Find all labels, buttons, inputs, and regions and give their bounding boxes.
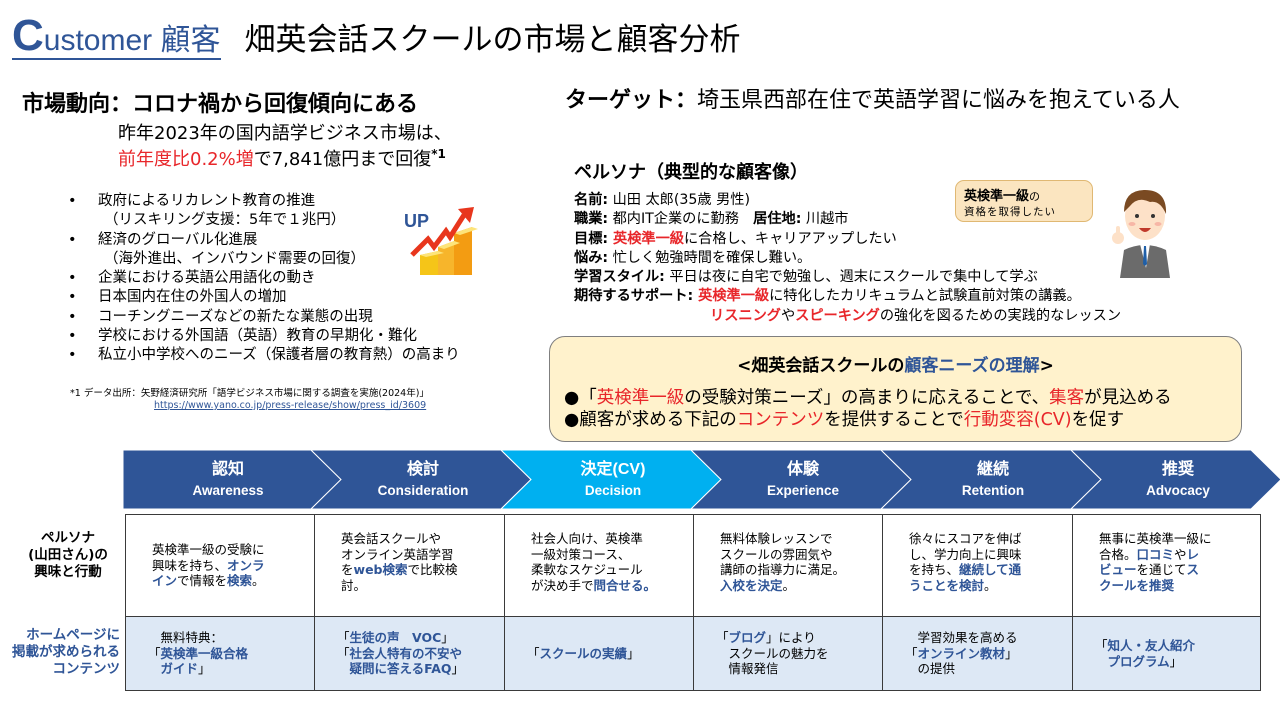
persona-details: 名前: 山田 太郎(35歳 男性) 職業: 都内IT企業のに勤務 居住地: 川越… <box>574 191 1121 326</box>
table-cell: 学習効果を高める 「オンライン教材」 の提供 <box>882 616 1073 691</box>
customer-needs-box: <畑英会話スクールの顧客ニーズの理解> ●「英検準一級の受験対策ニーズ」の高まり… <box>549 336 1242 442</box>
list-item: 学校における外国語（英語）教育の早期化・難化 <box>68 327 460 347</box>
table-cell: 英会話スクールや オンライン英語学習 をweb検索で比較検 討。 <box>314 514 505 617</box>
growth-up-icon: UP <box>404 207 478 275</box>
needs-title: <畑英会話スクールの顧客ニーズの理解> <box>737 356 1054 376</box>
speech-bubble: 英検準一級の 資格を取得したい <box>955 180 1093 222</box>
list-item-text: 学校における外国語（英語）教育の早期化・難化 <box>98 328 417 345</box>
table-row: 無料特典： 「英検準一級合格 ガイド」 「生徒の声 VOC」 「社会人特有の不安… <box>125 616 1261 691</box>
list-item: 日本国内在住の外国人の増加 <box>68 288 460 308</box>
footnote-link[interactable]: https://www.yano.co.jp/press-release/sho… <box>154 400 427 411</box>
market-value: で7,841億円まで回復 <box>253 149 432 170</box>
table-cell: 「知人・友人紹介 プログラム」 <box>1072 616 1261 691</box>
table-cell: 無料体験レッスンで スクールの雰囲気や 講師の指導力に満足。 入校を決定。 <box>693 514 883 617</box>
market-line-2: 前年度比0.2%増で7,841億円まで回復*1 <box>118 145 446 171</box>
target-label: ターゲット： <box>565 88 698 113</box>
stage-decision: 決定(CV)Decision <box>580 460 646 498</box>
list-item-text: 企業における英語公用語化の動き <box>98 270 316 287</box>
title-japanese: 畑英会話スクールの市場と顧客分析 <box>244 22 741 58</box>
needs-list: ●「英検準一級の受験対策ニーズ」の高まりに応えることで、集客が見込める ●顧客が… <box>564 387 1172 431</box>
table-cell: 「ブログ」により スクールの魅力を 情報発信 <box>693 616 883 691</box>
list-item: コーチングニーズなどの新たな業態の出現 <box>68 308 460 328</box>
table-cell: 英検準一級の受験に 興味を持ち、オンラ インで情報を検索。 <box>125 514 315 617</box>
list-item-text: 私立小中学校へのニーズ（保護者層の教育熱）の高まり <box>98 347 460 364</box>
persona-job: 職業: 都内IT企業のに勤務 居住地: 川越市 <box>574 211 849 228</box>
table-cell: 無料特典： 「英検準一級合格 ガイド」 <box>125 616 315 691</box>
table-cell: 「スクールの実績」 <box>504 616 694 691</box>
footnote-ref: *1 <box>431 147 446 161</box>
bubble-particle: の <box>1029 190 1041 203</box>
table-cell: 「生徒の声 VOC」 「社会人特有の不安や 疑問に答えるFAQ」 <box>314 616 505 691</box>
persona-support: 期待するサポート: 英検準一級に特化したカリキュラムと試験直前対策の講義。 <box>574 288 1081 305</box>
businessman-illustration-icon <box>1112 190 1170 278</box>
list-item: 経済のグローバル化進展 （海外進出、インバウンド需要の回復） <box>68 231 460 270</box>
list-item: 私立小中学校へのニーズ（保護者層の教育熱）の高まり <box>68 346 460 366</box>
needs-item: ●「英検準一級の受験対策ニーズ」の高まりに応えることで、集客が見込める <box>564 388 1172 408</box>
bubble-line-2: 資格を取得したい <box>964 206 1056 218</box>
list-item-text: 経済のグローバル化進展 <box>98 231 258 248</box>
list-item-sub: （リスキリング支援：5年で１兆円） <box>104 212 346 229</box>
persona-study-style: 学習スタイル: 平日は夜に自宅で勉強し、週末にスクールで集中して学ぶ <box>574 269 1038 286</box>
market-factors-list: 政府によるリカレント教育の推進 （リスキリング支援：5年で１兆円） 経済のグローバ… <box>68 192 460 366</box>
bubble-bold: 英検準一級 <box>964 189 1030 204</box>
market-heading: 市場動向：コロナ禍から回復傾向にある <box>22 92 419 117</box>
persona-support-2: リスニングやスピーキングの強化を図るための実践的なレッスン <box>710 307 1122 324</box>
title-en-rest: ustomer 顧客 <box>43 24 221 57</box>
market-growth: 前年度比0.2%増 <box>118 149 254 170</box>
row-label-homepage-contents: ホームページに 掲載が求められる コンテンツ <box>12 627 120 677</box>
persona-name: 名前: 山田 太郎(35歳 男性) <box>574 192 751 208</box>
journey-table: 英検準一級の受験に 興味を持ち、オンラ インで情報を検索。 英会話スクールや オ… <box>125 514 1261 691</box>
list-item-text: 政府によるリカレント教育の推進 <box>98 193 316 209</box>
list-item-text: 日本国内在住の外国人の増加 <box>98 289 287 306</box>
footnote: *1 データ出所：矢野経済研究所「語学ビジネス市場に関する調査を実施(2024年… <box>70 385 429 411</box>
list-item-text: コーチングニーズなどの新たな業態の出現 <box>98 308 373 325</box>
list-item: 企業における英語公用語化の動き <box>68 269 460 289</box>
funnel-chevrons <box>123 450 1280 509</box>
footnote-text: *1 データ出所：矢野経済研究所「語学ビジネス市場に関する調査を実施(2024年… <box>70 388 429 399</box>
target-value: 埼玉県西部在住で英語学習に悩みを抱えている人 <box>697 88 1180 113</box>
persona-worry: 悩み: 忙しく勉強時間を確保し難い。 <box>574 249 812 266</box>
table-cell: 無事に英検準一級に 合格。口コミやレ ビューを通じてス クールを推奨 <box>1072 514 1261 617</box>
list-item: 政府によるリカレント教育の推進 （リスキリング支援：5年で１兆円） <box>68 192 460 231</box>
svg-text:UP: UP <box>404 211 429 231</box>
table-cell: 社会人向け、英検準 一級対策コース、 柔軟なスケジュール が決め手で問合せる。 <box>504 514 694 617</box>
table-row: 英検準一級の受験に 興味を持ち、オンラ インで情報を検索。 英会話スクールや オ… <box>125 514 1261 617</box>
title-initial: C <box>12 11 44 61</box>
persona-title: ペルソナ（典型的な顧客像） <box>574 162 808 183</box>
market-line-1: 昨年2023年の国内語学ビジネス市場は、 <box>118 123 452 144</box>
table-cell: 徐々にスコアを伸ば し、学力向上に興味 を持ち、継続して通 うことを検討。 <box>882 514 1073 617</box>
persona-goal: 目標: 英検準一級に合格し、キャリアアップしたい <box>574 230 897 247</box>
needs-item: ●顧客が求める下記のコンテンツを提供することで行動変容(CV)を促す <box>564 410 1125 430</box>
row-label-persona-behavior: ペルソナ (山田さん)の 興味と行動 <box>28 530 108 580</box>
list-item-sub: （海外進出、インバウンド需要の回復） <box>104 250 365 267</box>
target-line: ターゲット：埼玉県西部在住で英語学習に悩みを抱えている人 <box>565 82 1180 114</box>
